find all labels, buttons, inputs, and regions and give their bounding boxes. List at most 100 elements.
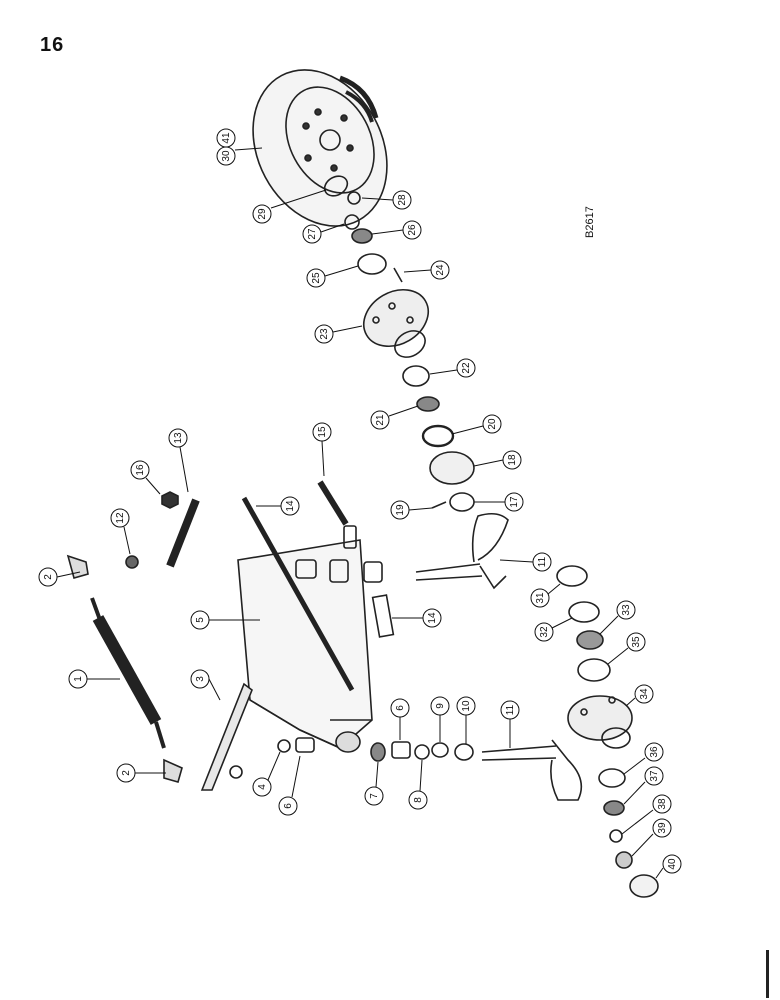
callout-label: 28: [397, 194, 408, 206]
wheel-nut: [347, 191, 361, 205]
washer-38: [609, 829, 623, 843]
callout-label: 36: [649, 746, 660, 758]
fitting-2-top: [66, 554, 89, 579]
callout-23: 23: [314, 324, 363, 344]
callout-label: 37: [649, 770, 660, 782]
callout-12: 12: [110, 508, 131, 555]
bearing-cup-25: [357, 253, 387, 275]
callout-label: 39: [657, 822, 668, 834]
callout-14: 14: [392, 608, 442, 628]
wheel-rim: [252, 69, 388, 227]
callout-label: 18: [507, 454, 518, 466]
callout-14: 14: [256, 496, 300, 516]
callout-label: 26: [407, 224, 418, 236]
callout-6: 6: [278, 755, 301, 816]
sleeve-14: [371, 594, 395, 638]
callout-35: 35: [607, 632, 646, 665]
callout-41: 41: [216, 128, 236, 148]
callout-7: 7: [364, 761, 384, 806]
callout-16: 16: [130, 460, 161, 495]
callout-28: 28: [361, 190, 412, 210]
callout-label: 27: [307, 228, 318, 240]
callout-label: 8: [413, 797, 424, 803]
bearing-cone-26: [351, 228, 373, 244]
callout-36: 36: [623, 742, 664, 775]
callout-1: 1: [68, 669, 120, 689]
callout-13: 13: [168, 428, 189, 493]
bearing-cup-22: [402, 365, 430, 387]
callout-label: 2: [43, 574, 54, 580]
callout-32: 32: [534, 617, 573, 642]
nut-bracket: [229, 765, 243, 779]
bolt-19: [431, 501, 447, 509]
callout-label: 30: [221, 150, 232, 162]
callout-label: 17: [509, 496, 520, 508]
steering-cylinder-1: [90, 597, 166, 749]
callout-24: 24: [403, 260, 450, 280]
callout-29: 29: [252, 189, 327, 224]
callout-37: 37: [623, 766, 664, 805]
callout-label: 38: [657, 798, 668, 810]
bushing-middle-b: [329, 559, 349, 583]
callout-label: 15: [317, 426, 328, 438]
callout-label: 4: [257, 784, 268, 790]
tie-rod-end-15: [317, 480, 349, 526]
bracket-3: [200, 682, 253, 791]
washer-9: [431, 742, 449, 758]
callout-label: 31: [535, 592, 546, 604]
callout-label: 14: [285, 500, 296, 512]
callout-label: 5: [195, 617, 206, 623]
callout-8: 8: [408, 759, 428, 810]
parts-artwork: [66, 69, 659, 898]
callout-label: 16: [135, 464, 146, 476]
callout-label: 25: [311, 272, 322, 284]
callout-17: 17: [474, 492, 524, 512]
nut-16: [161, 491, 179, 509]
callout-label: 11: [505, 704, 516, 715]
spindle-upper-11: [415, 512, 509, 590]
callout-39: 39: [631, 818, 672, 857]
spindle-lower-11: [481, 739, 583, 801]
bushing-middle-a: [295, 559, 317, 579]
callout-label: 19: [395, 504, 406, 516]
page-number: 16: [40, 34, 65, 56]
callout-30: 30: [216, 146, 263, 166]
callout-27: 27: [302, 223, 345, 244]
cup-35: [577, 658, 611, 682]
nut-39: [615, 851, 633, 869]
callout-18: 18: [473, 450, 522, 470]
dust-cap-40: [629, 874, 659, 898]
callout-21: 21: [370, 405, 419, 430]
callout-label: 32: [539, 626, 550, 638]
ring-4: [277, 739, 291, 753]
callout-label: 3: [195, 676, 206, 682]
bushing-10: [454, 743, 474, 761]
bushing-6-left: [295, 737, 315, 753]
callout-label: 10: [461, 700, 472, 712]
callout-label: 21: [375, 414, 386, 426]
callout-38: 38: [621, 794, 672, 835]
cone-37: [603, 800, 625, 816]
callout-label: 14: [427, 612, 438, 624]
callout-label: 1: [73, 676, 84, 682]
callout-label: 24: [435, 264, 446, 276]
washer-12: [125, 555, 139, 569]
bearing-33: [576, 630, 604, 650]
washer-27: [344, 214, 360, 230]
cover-18: [429, 451, 475, 485]
callout-10: 10: [456, 696, 476, 744]
wheel-hub-23: [363, 288, 429, 358]
callout-label: 6: [395, 705, 406, 711]
callout-label: 41: [221, 132, 232, 144]
cup-36: [598, 768, 626, 788]
callout-label: 11: [537, 556, 548, 567]
callout-31: 31: [530, 583, 561, 608]
callout-20: 20: [451, 414, 502, 435]
hub-34: [567, 695, 633, 749]
callout-40: 40: [655, 854, 682, 879]
callout-2: 2: [116, 763, 166, 783]
callout-label: 33: [621, 604, 632, 616]
callout-26: 26: [371, 220, 422, 240]
callout-9: 9: [430, 696, 450, 742]
